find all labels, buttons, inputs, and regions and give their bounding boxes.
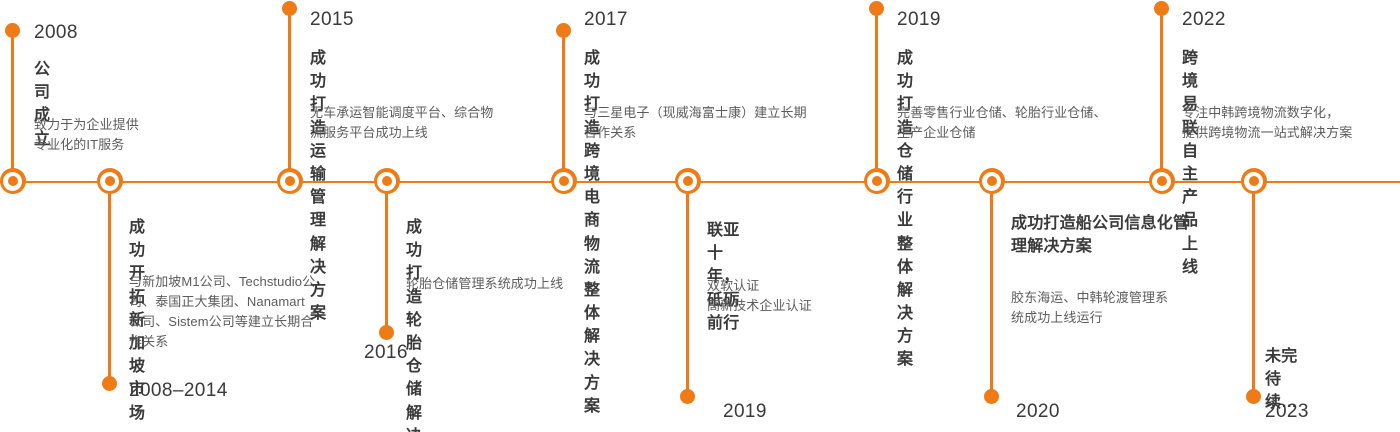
stem-dot-2022 (1154, 1, 1169, 16)
desc-2008: 致力于为企业提供 专业化的IT服务 (34, 115, 244, 155)
year-label-2008-2014: 2008–2014 (129, 380, 228, 401)
desc-2019-anniversary: 双软认证 高新技术企业认证 (707, 276, 947, 316)
desc-line: 与三星电子（现威海富士康）建立长期 (584, 105, 807, 120)
year-label-2008: 2008 (34, 22, 78, 43)
stem-2020 (990, 181, 993, 396)
headline-2017: 成功打造跨境电商物流整体解决方案 (584, 50, 601, 415)
desc-line: 完善零售行业仓储、轮胎行业仓储、 (897, 105, 1107, 120)
desc-2008-2014: 与新加坡M1公司、Techstudio公 司、泰国正大集团、Nanamart 公… (129, 272, 384, 353)
stem-dot-2017 (556, 23, 571, 38)
desc-line: 统成功上线运行 (1011, 310, 1103, 326)
stem-2016 (385, 181, 388, 333)
desc-line: 与新加坡M1公司、Techstudio公 (129, 274, 316, 289)
desc-2015: 无车承运智能调度平台、综合物 流服务平台成功上线 (310, 103, 555, 143)
year-label-2022: 2022 (1182, 9, 1226, 30)
stem-2022 (1160, 8, 1163, 182)
node-2008[interactable] (0, 168, 26, 194)
desc-line: 高新技术企业认证 (707, 298, 812, 314)
year-label-2020: 2020 (1016, 401, 1060, 422)
desc-line: 提供跨境物流一站式解决方案 (1182, 125, 1353, 141)
desc-line: 公司、Sistem公司等建立长期合 (129, 314, 314, 330)
desc-line: 致力于为企业提供 (34, 117, 139, 132)
stem-2023 (1252, 181, 1255, 396)
desc-line: 胶东海运、中韩轮渡管理系 (1011, 290, 1169, 305)
desc-2022: 专注中韩跨境物流数字化， 提供跨境物流一站式解决方案 (1182, 103, 1400, 143)
headline-line: 成功打造船公司信息化管 (1011, 215, 1190, 232)
stem-2019-below (686, 181, 689, 396)
headline-2016: 成功打造轮胎仓储解决方案 (406, 219, 423, 432)
year-label-2017: 2017 (584, 9, 628, 30)
node-2015[interactable] (276, 168, 303, 194)
node-2019-below[interactable] (674, 168, 701, 194)
headline-2019-warehouse: 成功打造仓储行业整体解决方案 (897, 50, 914, 369)
desc-line: 双软认证 (707, 278, 760, 293)
desc-line: 专注中韩跨境物流数字化， (1182, 105, 1340, 120)
stem-dot-2023 (1246, 389, 1261, 404)
stem-dot-2019-above (869, 1, 884, 16)
desc-2020: 胶东海运、中韩轮渡管理系 统成功上线运行 (1011, 288, 1216, 328)
node-2016[interactable] (373, 168, 400, 194)
desc-line: 合作关系 (584, 125, 637, 141)
desc-2019-warehouse: 完善零售行业仓储、轮胎行业仓储、 生产企业仓储 (897, 103, 1162, 143)
node-2022[interactable] (1148, 168, 1175, 194)
headline-2008-2014: 成功开拓新加坡市场 (129, 219, 146, 422)
stem-2015 (288, 8, 291, 182)
headline-2023: 未完待续… (1265, 348, 1298, 412)
year-label-2019-above: 2019 (897, 9, 941, 30)
desc-2017: 与三星电子（现威海富士康）建立长期 合作关系 (584, 103, 869, 143)
desc-line: 轮胎仓储管理系统成功上线 (406, 276, 564, 291)
desc-line: 司、泰国正大集团、Nanamart (129, 294, 305, 310)
stem-dot-2015 (282, 1, 297, 16)
stem-2019-above (875, 8, 878, 182)
desc-2016: 轮胎仓储管理系统成功上线 (406, 274, 656, 294)
stem-2017 (562, 30, 565, 182)
stem-dot-2019-below (680, 389, 695, 404)
node-2008-2014[interactable] (96, 168, 123, 194)
year-label-2019-below: 2019 (723, 401, 767, 422)
node-2019-above[interactable] (863, 168, 890, 194)
year-label-2023: 2023 (1265, 401, 1309, 422)
headline-2020: 成功打造船公司信息化管 理解决方案 (1011, 212, 1221, 258)
headline-2019-anniversary: 联亚十年，砥砺前行 (707, 222, 740, 332)
desc-line: 生产企业仓储 (897, 125, 976, 141)
stem-dot-2020 (984, 389, 999, 404)
stem-2008-2014 (108, 181, 111, 384)
node-2017[interactable] (550, 168, 577, 194)
headline-2008: 公司成立 (34, 61, 51, 148)
headline-line: 理解决方案 (1011, 238, 1093, 256)
desc-line: 专业化的IT服务 (34, 137, 125, 153)
desc-line: 流服务平台成功上线 (310, 125, 428, 141)
stem-dot-2008-2014 (102, 376, 117, 391)
headline-2022: 跨境易联自主产品上线 (1182, 50, 1199, 276)
stem-2008 (11, 30, 14, 182)
desc-line: 无车承运智能调度平台、综合物 (310, 105, 494, 120)
year-label-2016: 2016 (364, 342, 408, 363)
stem-dot-2008 (5, 23, 20, 38)
stem-dot-2016 (379, 325, 394, 340)
headline-2015: 成功打造运输管理解决方案 (310, 50, 327, 323)
year-label-2015: 2015 (310, 9, 354, 30)
desc-line: 作关系 (129, 334, 169, 350)
node-2020[interactable] (978, 168, 1005, 194)
node-2023[interactable] (1240, 168, 1267, 194)
